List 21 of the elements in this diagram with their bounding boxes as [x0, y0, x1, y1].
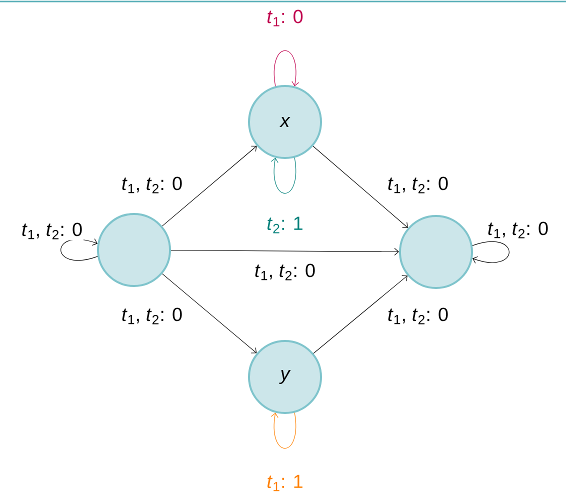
- edge-label: t$_{1}$, t$_{2}$: 0: [486, 220, 550, 240]
- arrow: [170, 248, 399, 256]
- edge-label: t$_{1}$, t$_{2}$: 0: [386, 176, 450, 194]
- edge-label: t$_{1}$, t$_{2}$: 0: [253, 262, 317, 282]
- loop-arrow: [274, 50, 300, 87]
- state-circle: [399, 215, 473, 289]
- arrow: [313, 275, 408, 354]
- edge-label: t$_{1}$, t$_{2}$: 0: [20, 222, 84, 240]
- state-circle: [97, 213, 171, 287]
- loop-arrow: [270, 412, 296, 449]
- arrow: [162, 274, 257, 354]
- edge-label: t$_{1}$: 1: [266, 474, 304, 492]
- edge-label: t$_{1}$, t$_{2}$: 0: [120, 176, 184, 194]
- arrow: [312, 146, 408, 228]
- arrow: [162, 146, 257, 226]
- edge-label: t$_{1}$: 0: [266, 8, 304, 28]
- edge-label: t$_{1}$, t$_{2}$: 0: [386, 306, 450, 326]
- edge-label: t$_{1}$, t$_{2}$: 0: [120, 306, 184, 326]
- edge-label: t$_{2}$: 1: [266, 216, 304, 234]
- loop-arrow: [270, 157, 296, 194]
- loop-arrow: [472, 241, 510, 264]
